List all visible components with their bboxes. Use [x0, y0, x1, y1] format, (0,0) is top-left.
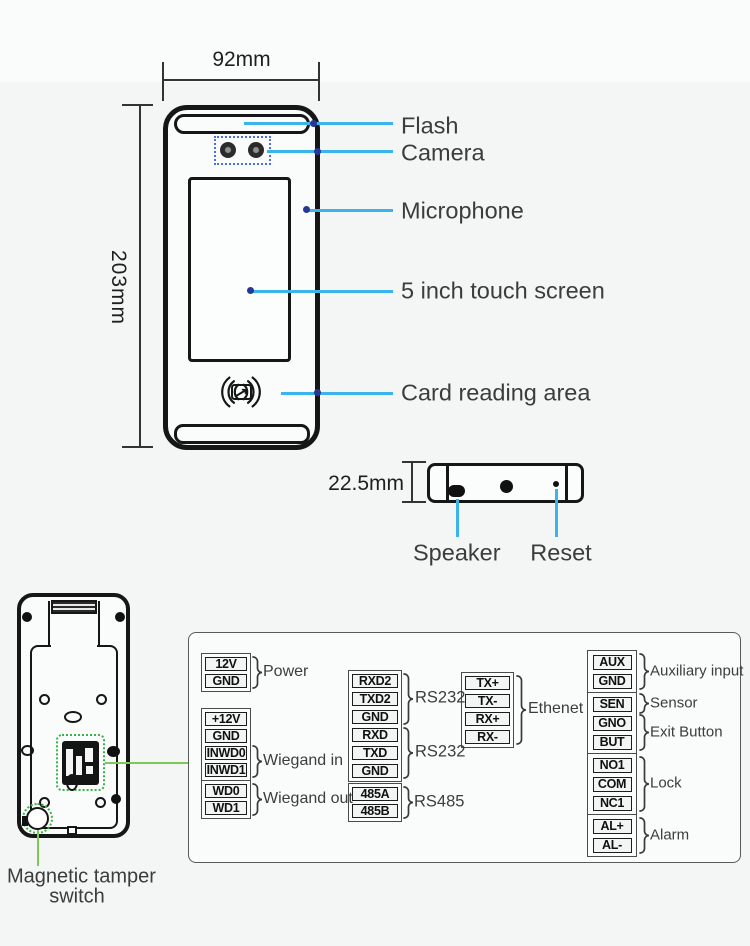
dim-height-label: 203mm: [107, 250, 130, 326]
callout-dot-camera: [314, 148, 321, 155]
screw-hole-right: [115, 612, 125, 622]
back-notch-line-right: [98, 601, 100, 647]
connector-pin-4: [86, 766, 93, 774]
callout-dot-screen: [247, 287, 254, 294]
dim-depth-line: [411, 462, 413, 503]
callout-label-screen: 5 inch touch screen: [401, 277, 605, 304]
connector-dotted-outline: [56, 734, 105, 791]
bottom-view-cap-right: [565, 466, 568, 500]
dim-width-line: [163, 79, 320, 81]
tamper-callout-line: [37, 830, 39, 866]
mount-slot: [51, 600, 97, 614]
back-side-tab-left: [21, 745, 34, 756]
dim-depth-tick-top: [402, 461, 426, 463]
front-bottom-strip: [174, 424, 310, 444]
tamper-label-line2: switch: [49, 885, 105, 908]
callout-dot-flash: [310, 120, 317, 127]
back-hole-lower-right: [95, 797, 106, 808]
callout-label-flash: Flash: [401, 112, 459, 139]
background-band: [0, 0, 750, 82]
callout-line-reset: [555, 489, 558, 537]
wiring-panel-box: [188, 632, 741, 863]
card-reader-icon: [201, 369, 281, 415]
tamper-label-line1: Magnetic tamper: [7, 865, 156, 888]
callout-line-microphone: [307, 209, 393, 212]
callout-label-speaker: Speaker: [413, 539, 501, 566]
tamper-switch: [26, 807, 49, 830]
back-hole-upper-left: [39, 694, 50, 705]
reset-hole: [553, 481, 559, 487]
callout-line-flash: [244, 122, 393, 125]
callout-label-reset: Reset: [530, 539, 592, 566]
dim-height-line: [139, 105, 141, 448]
callout-line-speaker: [456, 499, 459, 537]
back-side-tab-right: [107, 746, 120, 757]
callout-dot-microphone: [303, 206, 310, 213]
callout-label-microphone: Microphone: [401, 197, 524, 224]
back-notch-line-left: [48, 601, 50, 647]
back-inner-notch-cover: [51, 643, 97, 649]
screw-hole-left: [22, 612, 32, 622]
dim-width-tick-left: [162, 62, 164, 101]
dim-height-tick-top: [122, 104, 153, 106]
dim-height-tick-bottom: [122, 446, 153, 448]
callout-label-camera: Camera: [401, 139, 485, 166]
dim-width-label: 92mm: [212, 48, 271, 71]
connector-pin-1: [66, 749, 73, 776]
connector-callout-line: [105, 762, 188, 764]
back-dot-lower-right: [111, 794, 121, 804]
callout-dot-card-area: [314, 389, 321, 396]
connector-pin-2: [76, 756, 82, 775]
callout-line-card-area: [281, 392, 393, 395]
camera-lens-left-icon: [220, 142, 236, 158]
camera-lens-right-icon: [248, 142, 264, 158]
callout-line-camera: [267, 150, 393, 153]
tamper-switch-contact: [22, 816, 28, 826]
back-oval-center: [64, 711, 82, 723]
back-hole-upper-right: [96, 694, 107, 705]
dim-depth-tick-bottom: [402, 501, 426, 503]
bottom-center-hole: [500, 480, 513, 493]
bottom-view-cap-left: [446, 466, 449, 500]
touch-screen: [188, 177, 291, 362]
connector-pin-3: [85, 748, 93, 762]
back-bottom-tab: [67, 826, 77, 835]
back-oval-below-connector: [66, 774, 78, 791]
callout-label-card-area: Card reading area: [401, 379, 591, 406]
dim-width-tick-right: [318, 62, 320, 101]
speaker-hole: [448, 485, 465, 497]
callout-line-screen: [250, 290, 393, 293]
dim-depth-label: 22.5mm: [328, 472, 404, 495]
